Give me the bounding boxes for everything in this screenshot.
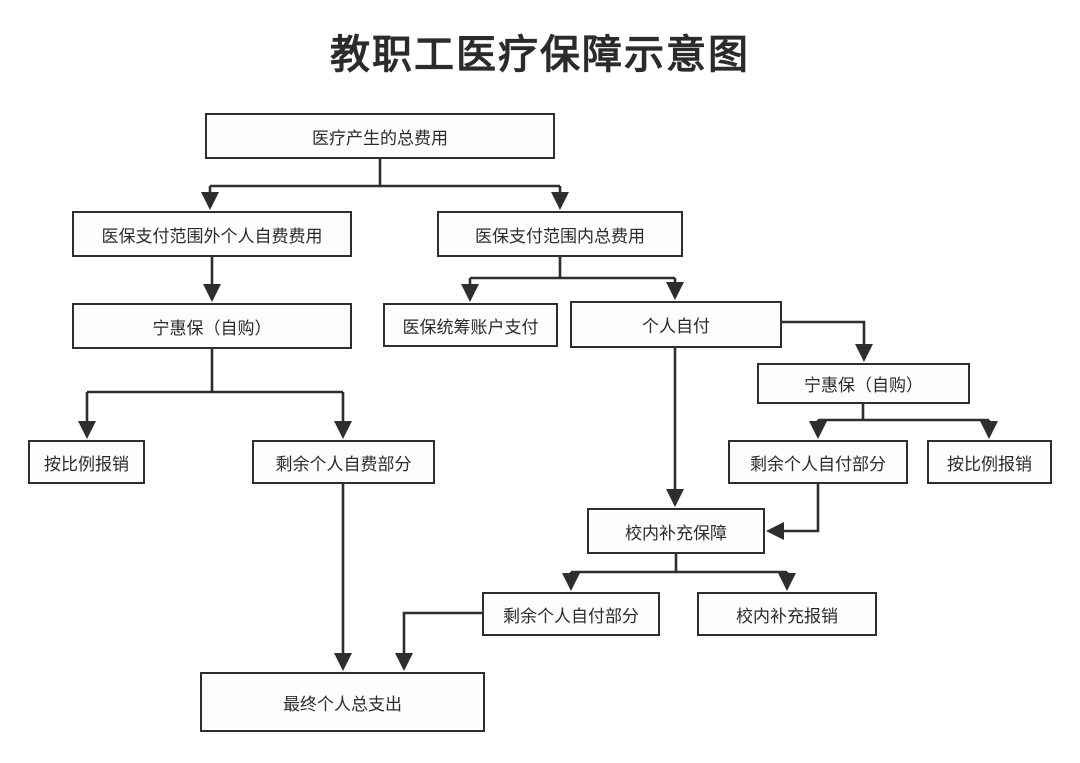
node-label: 校内补充报销 (736, 606, 838, 627)
edge-remaining-in-to-campus-supplement (765, 484, 820, 541)
node-label: 剩余个人自付部分 (750, 454, 886, 475)
node-label: 医保支付范围外个人自费费用 (101, 226, 323, 247)
node-label: 按比例报销 (947, 454, 1032, 475)
edge-total-cost-split (210, 159, 560, 188)
node-final-total-spend[interactable]: 最终个人总支出 (200, 672, 485, 732)
node-label: 宁惠保（自购） (152, 318, 272, 339)
node-remaining-self-pay-out[interactable]: 剩余个人自费部分 (252, 440, 435, 484)
node-label: 最终个人总支出 (283, 694, 402, 715)
node-label: 医疗产生的总费用 (312, 128, 448, 149)
node-pooling-account-pay[interactable]: 医保统筹账户支付 (383, 303, 558, 347)
edge-personal-pay-to-ninghuibao-right (782, 320, 874, 363)
node-label: 校内补充保障 (625, 523, 727, 544)
node-label: 个人自付 (642, 317, 710, 337)
edge-ninghuibao-right-split (818, 404, 989, 422)
node-proportional-reimburse-right[interactable]: 按比例报销 (927, 440, 1052, 484)
node-label: 医保统筹账户支付 (402, 317, 539, 338)
node-remaining-self-pay-in[interactable]: 剩余个人自付部分 (728, 440, 908, 484)
page-title: 教职工医疗保障示意图 (330, 32, 750, 78)
node-personal-pay[interactable]: 个人自付 (570, 301, 782, 348)
edge-campus-supplement-split (571, 554, 787, 574)
node-in-scope-total[interactable]: 医保支付范围内总费用 (437, 211, 683, 257)
edge-in-scope-split (470, 257, 675, 280)
node-ninghuibao-right[interactable]: 宁惠保（自购） (757, 363, 970, 404)
node-campus-supplement[interactable]: 校内补充保障 (587, 508, 765, 554)
node-campus-reimburse[interactable]: 校内补充报销 (697, 592, 877, 636)
edge-remaining-final-to-final-total (394, 611, 482, 672)
node-total-cost[interactable]: 医疗产生的总费用 (205, 113, 555, 159)
edge-ninghuibao-left-split (87, 349, 343, 394)
node-out-of-scope-self-pay[interactable]: 医保支付范围外个人自费费用 (72, 211, 352, 257)
node-label: 医保支付范围内总费用 (475, 226, 645, 247)
node-label: 按比例报销 (44, 454, 129, 475)
node-proportional-reimburse-left[interactable]: 按比例报销 (28, 440, 145, 484)
node-ninghuibao-left[interactable]: 宁惠保（自购） (72, 303, 352, 349)
node-label: 剩余个人自费部分 (275, 454, 412, 475)
node-label: 剩余个人自付部分 (503, 606, 639, 627)
node-label: 宁惠保（自购） (804, 376, 923, 396)
node-remaining-self-pay-final[interactable]: 剩余个人自付部分 (482, 592, 660, 636)
